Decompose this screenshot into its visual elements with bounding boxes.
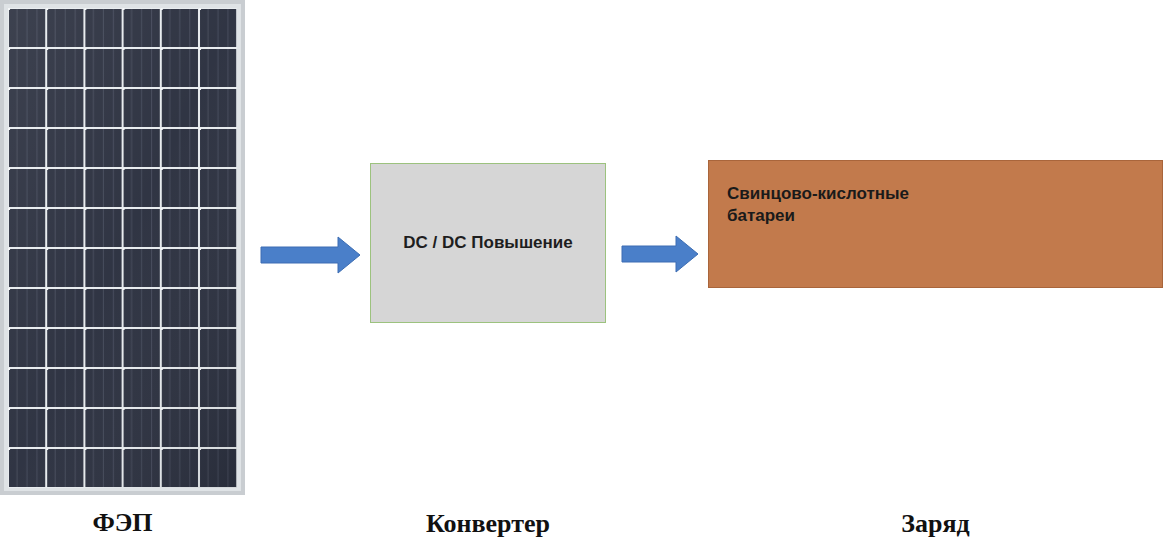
box-label: Свинцово-кислотные батареи — [727, 183, 967, 227]
block-arrow — [261, 237, 360, 273]
solar-panel — [0, 0, 245, 495]
column-caption: Заряд — [709, 509, 1162, 539]
block-arrow — [622, 236, 698, 272]
converter-box: DC / DC ПовышениеКонвертер — [370, 163, 606, 323]
solar-panel-node: ФЭП — [0, 0, 245, 495]
column-caption: Конвертер — [371, 509, 605, 539]
column-caption: ФЭП — [0, 508, 245, 538]
battery-box: Свинцово-кислотные батареиЗаряд — [708, 160, 1163, 288]
box-label: DC / DC Повышение — [403, 232, 572, 254]
